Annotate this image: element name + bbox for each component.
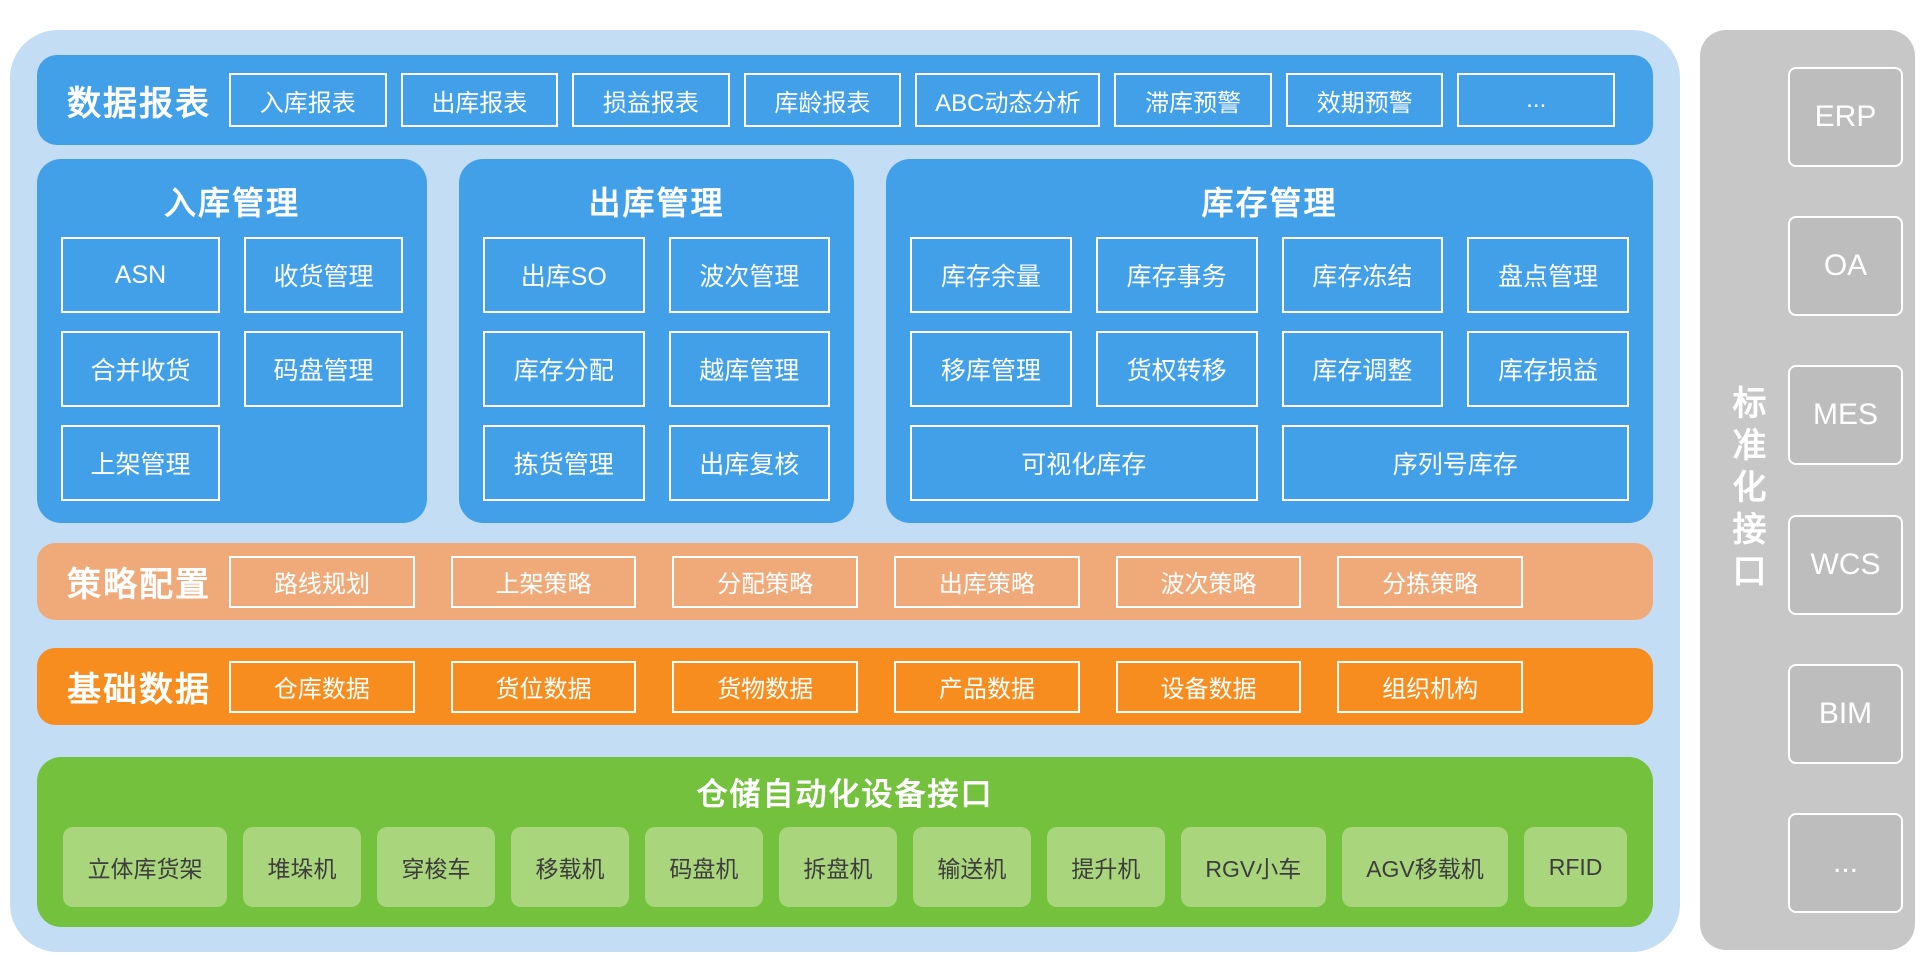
basic-data-box: 仓库数据 — [229, 660, 415, 713]
module-box: 出库复核 — [668, 425, 830, 501]
inbound-panel-title: 入库管理 — [163, 185, 300, 221]
module-box: 上架管理 — [61, 425, 220, 501]
interface-box: BIM — [1788, 663, 1903, 764]
strategy-config-label: 策略配置 — [67, 566, 211, 604]
module-box: ASN — [61, 237, 220, 313]
module-box: 货权转移 — [1095, 331, 1258, 407]
data-reports-label: 数据报表 — [67, 84, 211, 123]
strategy-box: 分拣策略 — [1337, 555, 1524, 608]
standard-interface-boxes: ERP OA MES WCS BIM ... — [1788, 30, 1903, 950]
outbound-panel-title: 出库管理 — [588, 185, 725, 221]
basic-data-box: 设备数据 — [1115, 660, 1302, 713]
strategy-box: 上架策略 — [450, 555, 637, 608]
module-box: 出库SO — [483, 237, 645, 313]
module-box: 库存事务 — [1095, 237, 1258, 313]
data-reports-items: 入库报表 出库报表 损益报表 库龄报表 ABC动态分析 滞库预警 效期预警 ..… — [229, 73, 1616, 127]
interface-box: OA — [1788, 216, 1903, 317]
basic-data-items: 仓库数据 货位数据 货物数据 产品数据 设备数据 组织机构 — [229, 660, 1524, 713]
module-box: 库存分配 — [483, 331, 645, 407]
device-box: 码盘机 — [644, 827, 763, 907]
report-item: 入库报表 — [229, 73, 387, 127]
module-box: 码盘管理 — [244, 331, 403, 407]
module-box: 收货管理 — [244, 237, 403, 313]
data-reports-bar: 数据报表 入库报表 出库报表 损益报表 库龄报表 ABC动态分析 滞库预警 效期… — [37, 55, 1653, 145]
report-item: 滞库预警 — [1114, 73, 1272, 127]
device-box: 移载机 — [510, 827, 629, 907]
interface-box: ... — [1788, 812, 1903, 913]
inventory-panel-title: 库存管理 — [1201, 185, 1338, 221]
inventory-panel-grid: 库存余量 库存事务 库存冻结 盘点管理 移库管理 货权转移 库存调整 库存损益 … — [910, 237, 1629, 501]
strategy-box: 出库策略 — [894, 555, 1080, 608]
report-item: 损益报表 — [572, 73, 730, 127]
management-panels-row: 入库管理 ASN 收货管理 合并收货 码盘管理 上架管理 出库管理 出库SO 波… — [37, 159, 1653, 523]
module-box: 序列号库存 — [1281, 425, 1629, 501]
module-box: 可视化库存 — [910, 425, 1258, 501]
device-box: 堆垛机 — [242, 827, 361, 907]
strategy-items: 路线规划 上架策略 分配策略 出库策略 波次策略 分拣策略 — [229, 555, 1524, 608]
report-item: 效期预警 — [1285, 73, 1444, 127]
wms-architecture-diagram: 数据报表 入库报表 出库报表 损益报表 库龄报表 ABC动态分析 滞库预警 效期… — [10, 30, 1680, 952]
inventory-management-panel: 库存管理 库存余量 库存事务 库存冻结 盘点管理 移库管理 货权转移 库存调整 … — [886, 159, 1653, 523]
basic-data-label: 基础数据 — [67, 671, 211, 709]
strategy-box: 分配策略 — [672, 555, 859, 608]
basic-data-box: 货位数据 — [450, 660, 637, 713]
device-box: AGV移载机 — [1341, 827, 1509, 907]
report-item: 库龄报表 — [743, 73, 902, 127]
interface-box: ERP — [1788, 67, 1903, 167]
strategy-config-bar: 策略配置 路线规划 上架策略 分配策略 出库策略 波次策略 分拣策略 — [37, 543, 1653, 620]
basic-data-bar: 基础数据 仓库数据 货位数据 货物数据 产品数据 设备数据 组织机构 — [37, 648, 1653, 725]
report-item: 出库报表 — [400, 73, 559, 127]
module-box: 移库管理 — [910, 331, 1072, 407]
device-box: 输送机 — [912, 827, 1031, 907]
device-box: 拆盘机 — [778, 827, 897, 907]
module-box: 拣货管理 — [483, 425, 645, 501]
module-box: 库存余量 — [910, 237, 1072, 313]
outbound-panel-grid: 出库SO 波次管理 库存分配 越库管理 拣货管理 出库复核 — [483, 237, 830, 501]
strategy-box: 波次策略 — [1115, 555, 1302, 608]
device-box: RFID — [1524, 827, 1627, 907]
interface-box: WCS — [1788, 514, 1903, 615]
device-box: 立体库货架 — [63, 827, 227, 907]
interface-box: MES — [1788, 365, 1903, 466]
module-box: 波次管理 — [668, 237, 830, 313]
standard-interface-panel: 标准化接口 ERP OA MES WCS BIM ... — [1700, 30, 1915, 950]
device-items: 立体库货架 堆垛机 穿梭车 移载机 码盘机 拆盘机 输送机 提升机 RGV小车 … — [63, 827, 1627, 907]
device-interface-title: 仓储自动化设备接口 — [696, 777, 994, 812]
basic-data-box: 货物数据 — [672, 660, 859, 713]
device-box: 穿梭车 — [376, 827, 495, 907]
module-box: 合并收货 — [61, 331, 220, 407]
device-box: 提升机 — [1046, 827, 1165, 907]
module-box: 库存冻结 — [1281, 237, 1444, 313]
device-box: RGV小车 — [1180, 827, 1326, 907]
basic-data-box: 产品数据 — [894, 660, 1080, 713]
outbound-management-panel: 出库管理 出库SO 波次管理 库存分配 越库管理 拣货管理 出库复核 — [459, 159, 854, 523]
module-box: 越库管理 — [668, 331, 830, 407]
module-box: 盘点管理 — [1467, 237, 1629, 313]
module-box: 库存损益 — [1467, 331, 1629, 407]
module-box: 库存调整 — [1281, 331, 1444, 407]
strategy-box: 路线规划 — [229, 555, 415, 608]
device-interface-panel: 仓储自动化设备接口 立体库货架 堆垛机 穿梭车 移载机 码盘机 拆盘机 输送机 … — [37, 757, 1653, 927]
basic-data-box: 组织机构 — [1337, 660, 1524, 713]
inbound-panel-grid: ASN 收货管理 合并收货 码盘管理 上架管理 — [61, 237, 403, 501]
report-item: ... — [1457, 73, 1616, 127]
standard-interface-label: 标准化接口 — [1727, 385, 1765, 595]
inbound-management-panel: 入库管理 ASN 收货管理 合并收货 码盘管理 上架管理 — [37, 159, 427, 523]
report-item: ABC动态分析 — [915, 73, 1101, 127]
